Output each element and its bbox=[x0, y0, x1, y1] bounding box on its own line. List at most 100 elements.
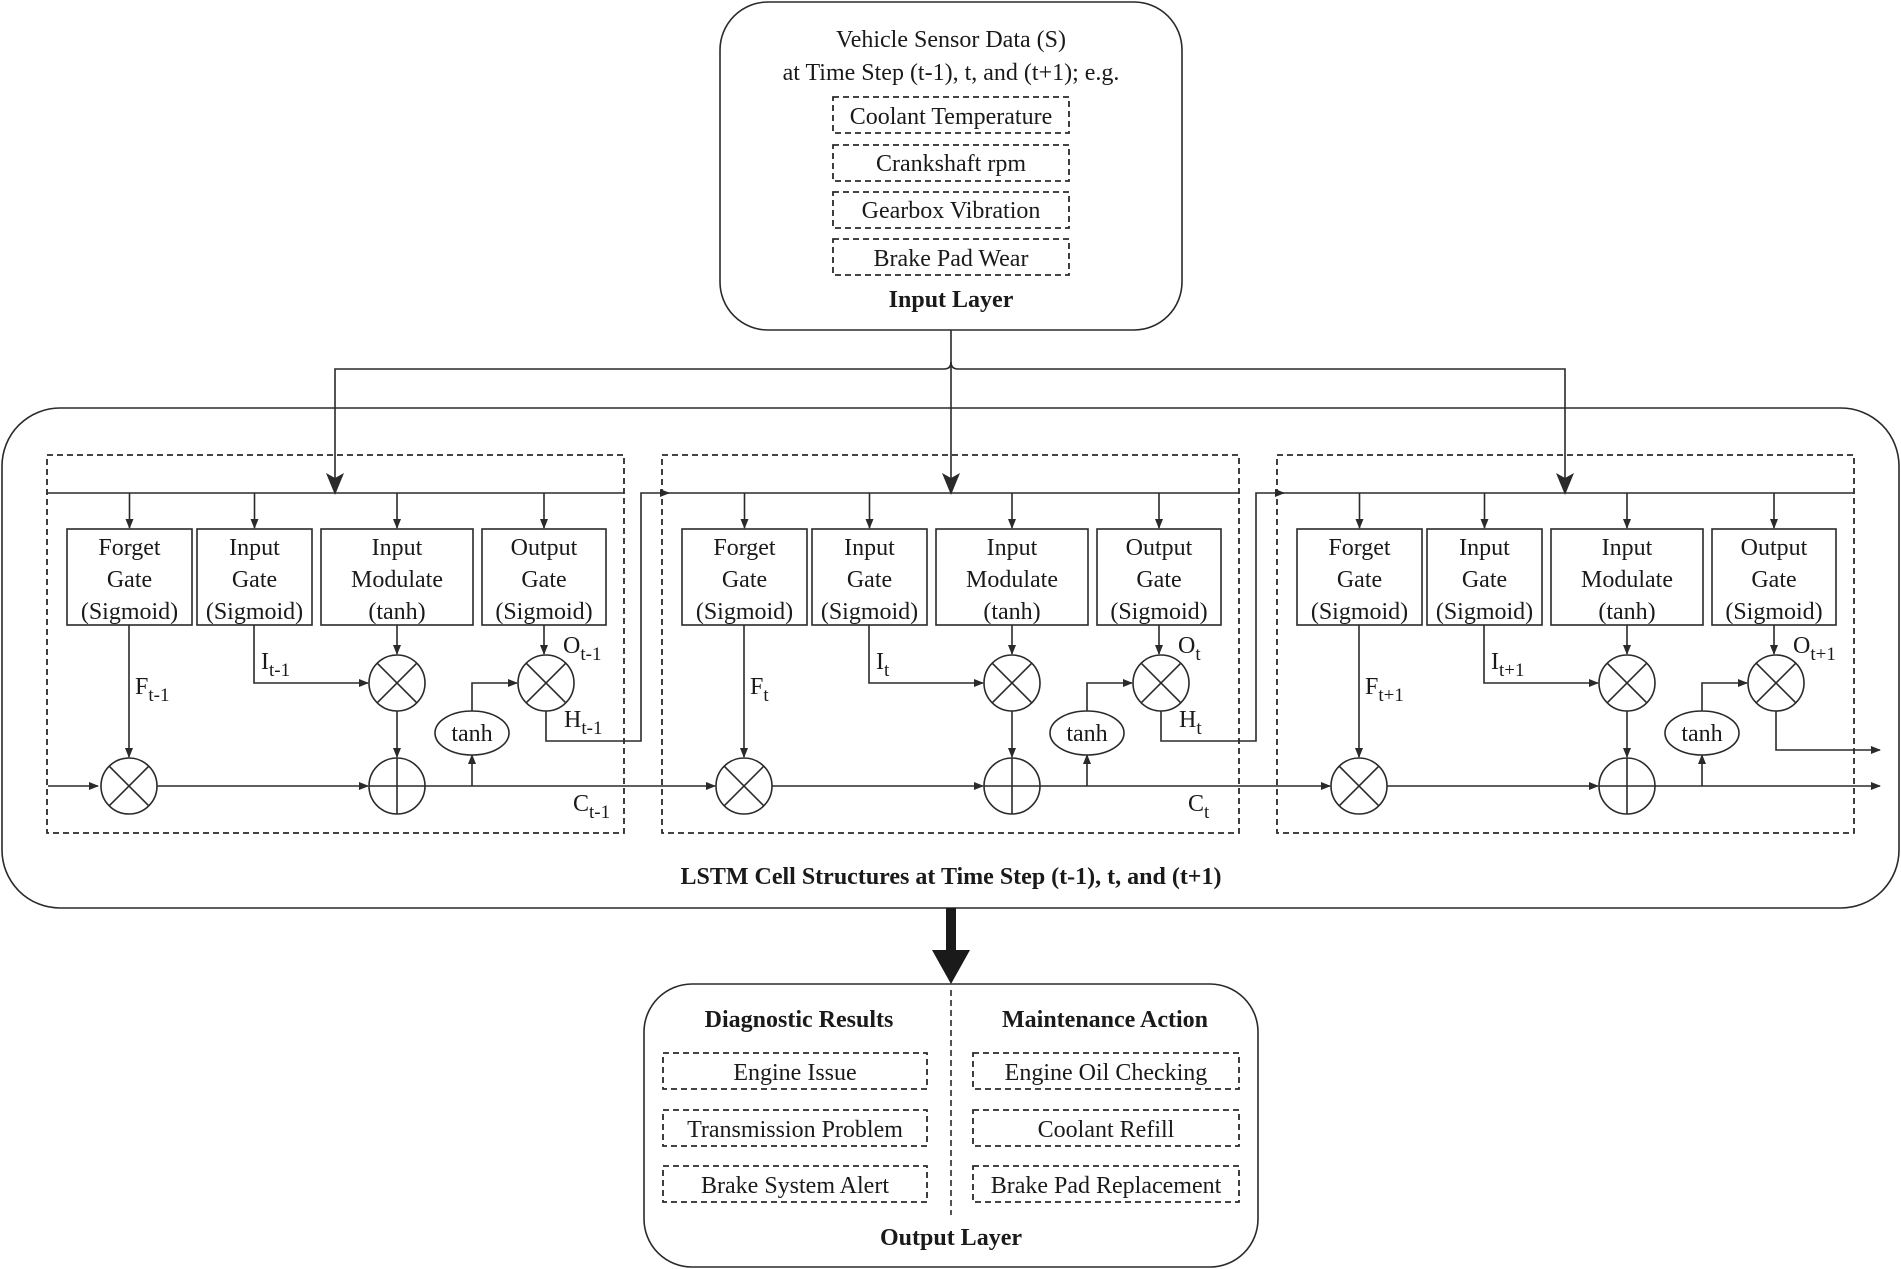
forget-gate-line1: Forget bbox=[713, 535, 776, 561]
diagnostic-results-title: Diagnostic Results bbox=[705, 1007, 894, 1033]
modulate-gate-line3: (tanh) bbox=[368, 599, 425, 625]
input-output-label: It-1 bbox=[261, 649, 290, 681]
forget-gate-line3: (Sigmoid) bbox=[81, 599, 178, 625]
diagnostic-transmission-problem: Transmission Problem bbox=[687, 1117, 903, 1143]
modulate-gate-line3: (tanh) bbox=[1598, 599, 1655, 625]
modulate-gate-line2: Modulate bbox=[1581, 567, 1673, 593]
input-gate-line2: Gate bbox=[232, 567, 277, 593]
input-gate-line1: Input bbox=[844, 535, 895, 561]
output-layer: Diagnostic Results Maintenance Action En… bbox=[643, 983, 1259, 1268]
forget-gate-line3: (Sigmoid) bbox=[696, 599, 793, 625]
forget-gate-box bbox=[681, 528, 808, 626]
output-gate-line3: (Sigmoid) bbox=[495, 599, 592, 625]
hidden-state-label: Ht-1 bbox=[564, 707, 602, 739]
output-gate-line3: (Sigmoid) bbox=[1110, 599, 1207, 625]
input-output-label: It bbox=[876, 649, 890, 681]
cell-state-label: Ct-1 bbox=[573, 791, 610, 823]
output-gate-box bbox=[481, 528, 607, 626]
modulate-gate-box bbox=[320, 528, 474, 626]
output-gate-line1: Output bbox=[1126, 535, 1193, 561]
forget-gate-line2: Gate bbox=[107, 567, 152, 593]
hidden-state-label: Ht bbox=[1179, 707, 1202, 739]
input-gate-line3: (Sigmoid) bbox=[1436, 599, 1533, 625]
cell-state-label: Ct bbox=[1188, 791, 1210, 823]
modulate-gate-line1: Input bbox=[372, 535, 423, 561]
forget-output-label: Ft-1 bbox=[135, 674, 169, 706]
output-gate-box bbox=[1711, 528, 1837, 626]
forget-gate-box bbox=[1296, 528, 1423, 626]
input-gate-line3: (Sigmoid) bbox=[821, 599, 918, 625]
input-output-label: It+1 bbox=[1491, 649, 1525, 681]
modulate-gate-line1: Input bbox=[1602, 535, 1653, 561]
action-engine-oil-checking: Engine Oil Checking bbox=[1005, 1060, 1208, 1086]
hidden-state-out bbox=[1775, 711, 1881, 754]
modulate-gate-line2: Modulate bbox=[966, 567, 1058, 593]
output-arrow bbox=[932, 908, 970, 984]
forget-gate-line1: Forget bbox=[1328, 535, 1391, 561]
forget-output-label: Ft+1 bbox=[1365, 674, 1404, 706]
sensor-box-crankshaft bbox=[832, 144, 1070, 182]
forget-gate-line1: Forget bbox=[98, 535, 161, 561]
lstm-caption: LSTM Cell Structures at Time Step (t-1),… bbox=[681, 864, 1222, 890]
output-gate-line3: (Sigmoid) bbox=[1725, 599, 1822, 625]
input-gate-line2: Gate bbox=[847, 567, 892, 593]
maintenance-action-title: Maintenance Action bbox=[1002, 1007, 1208, 1033]
diagnostic-engine-issue: Engine Issue bbox=[733, 1060, 856, 1086]
modulate-gate-box bbox=[935, 528, 1089, 626]
modulate-gate-line3: (tanh) bbox=[983, 599, 1040, 625]
input-gate-box bbox=[1426, 528, 1543, 626]
tanh-label: tanh bbox=[451, 721, 492, 747]
output-layer-label: Output Layer bbox=[880, 1225, 1022, 1251]
sensor-crankshaft-rpm: Crankshaft rpm bbox=[876, 151, 1026, 177]
output-gate-line1: Output bbox=[1741, 535, 1808, 561]
input-title-line1: Vehicle Sensor Data (S) bbox=[836, 27, 1066, 53]
forget-output-label: Ft bbox=[750, 674, 769, 706]
cell-frame bbox=[1276, 454, 1855, 834]
tanh-op bbox=[1664, 710, 1740, 756]
output-gate-line2: Gate bbox=[1136, 567, 1181, 593]
tanh-label: tanh bbox=[1066, 721, 1107, 747]
action-coolant-refill: Coolant Refill bbox=[1038, 1117, 1175, 1143]
tanh-label: tanh bbox=[1681, 721, 1722, 747]
input-gate-line1: Input bbox=[229, 535, 280, 561]
forget-gate-line2: Gate bbox=[722, 567, 767, 593]
output-gate-label: Ot-1 bbox=[563, 633, 601, 665]
modulate-gate-box bbox=[1550, 528, 1704, 626]
tanh-op bbox=[1049, 710, 1125, 756]
forget-gate-line3: (Sigmoid) bbox=[1311, 599, 1408, 625]
sensor-box-coolant bbox=[832, 96, 1070, 134]
sensor-box-gearbox bbox=[832, 191, 1070, 229]
diagnostic-brake-system-alert: Brake System Alert bbox=[701, 1173, 889, 1199]
hidden-state-link bbox=[1160, 489, 1285, 742]
output-gate-line2: Gate bbox=[521, 567, 566, 593]
tanh-op bbox=[434, 710, 510, 756]
sensor-box-brake bbox=[832, 238, 1070, 276]
input-gate-box bbox=[196, 528, 313, 626]
sensor-coolant-temperature: Coolant Temperature bbox=[850, 104, 1052, 130]
modulate-gate-line1: Input bbox=[987, 535, 1038, 561]
forget-gate-box bbox=[66, 528, 193, 626]
modulate-gate-line2: Modulate bbox=[351, 567, 443, 593]
sensor-gearbox-vibration: Gearbox Vibration bbox=[862, 198, 1041, 224]
cell-frame bbox=[661, 454, 1240, 834]
input-layer: Vehicle Sensor Data (S) at Time Step (t-… bbox=[719, 1, 1183, 331]
cell-frame bbox=[46, 454, 625, 834]
input-gate-line2: Gate bbox=[1462, 567, 1507, 593]
output-gate-label: Ot+1 bbox=[1793, 633, 1836, 665]
output-gate-line1: Output bbox=[511, 535, 578, 561]
input-layer-label: Input Layer bbox=[889, 287, 1014, 313]
hidden-state-link bbox=[545, 489, 670, 742]
input-gate-line1: Input bbox=[1459, 535, 1510, 561]
sensor-brake-pad-wear: Brake Pad Wear bbox=[874, 246, 1029, 272]
input-gate-line3: (Sigmoid) bbox=[206, 599, 303, 625]
input-distribution-arrows bbox=[326, 330, 1574, 495]
action-brake-pad-replacement: Brake Pad Replacement bbox=[991, 1173, 1222, 1199]
forget-gate-line2: Gate bbox=[1337, 567, 1382, 593]
input-title-line2: at Time Step (t-1), t, and (t+1); e.g. bbox=[783, 60, 1120, 86]
output-gate-label: Ot bbox=[1178, 633, 1201, 665]
